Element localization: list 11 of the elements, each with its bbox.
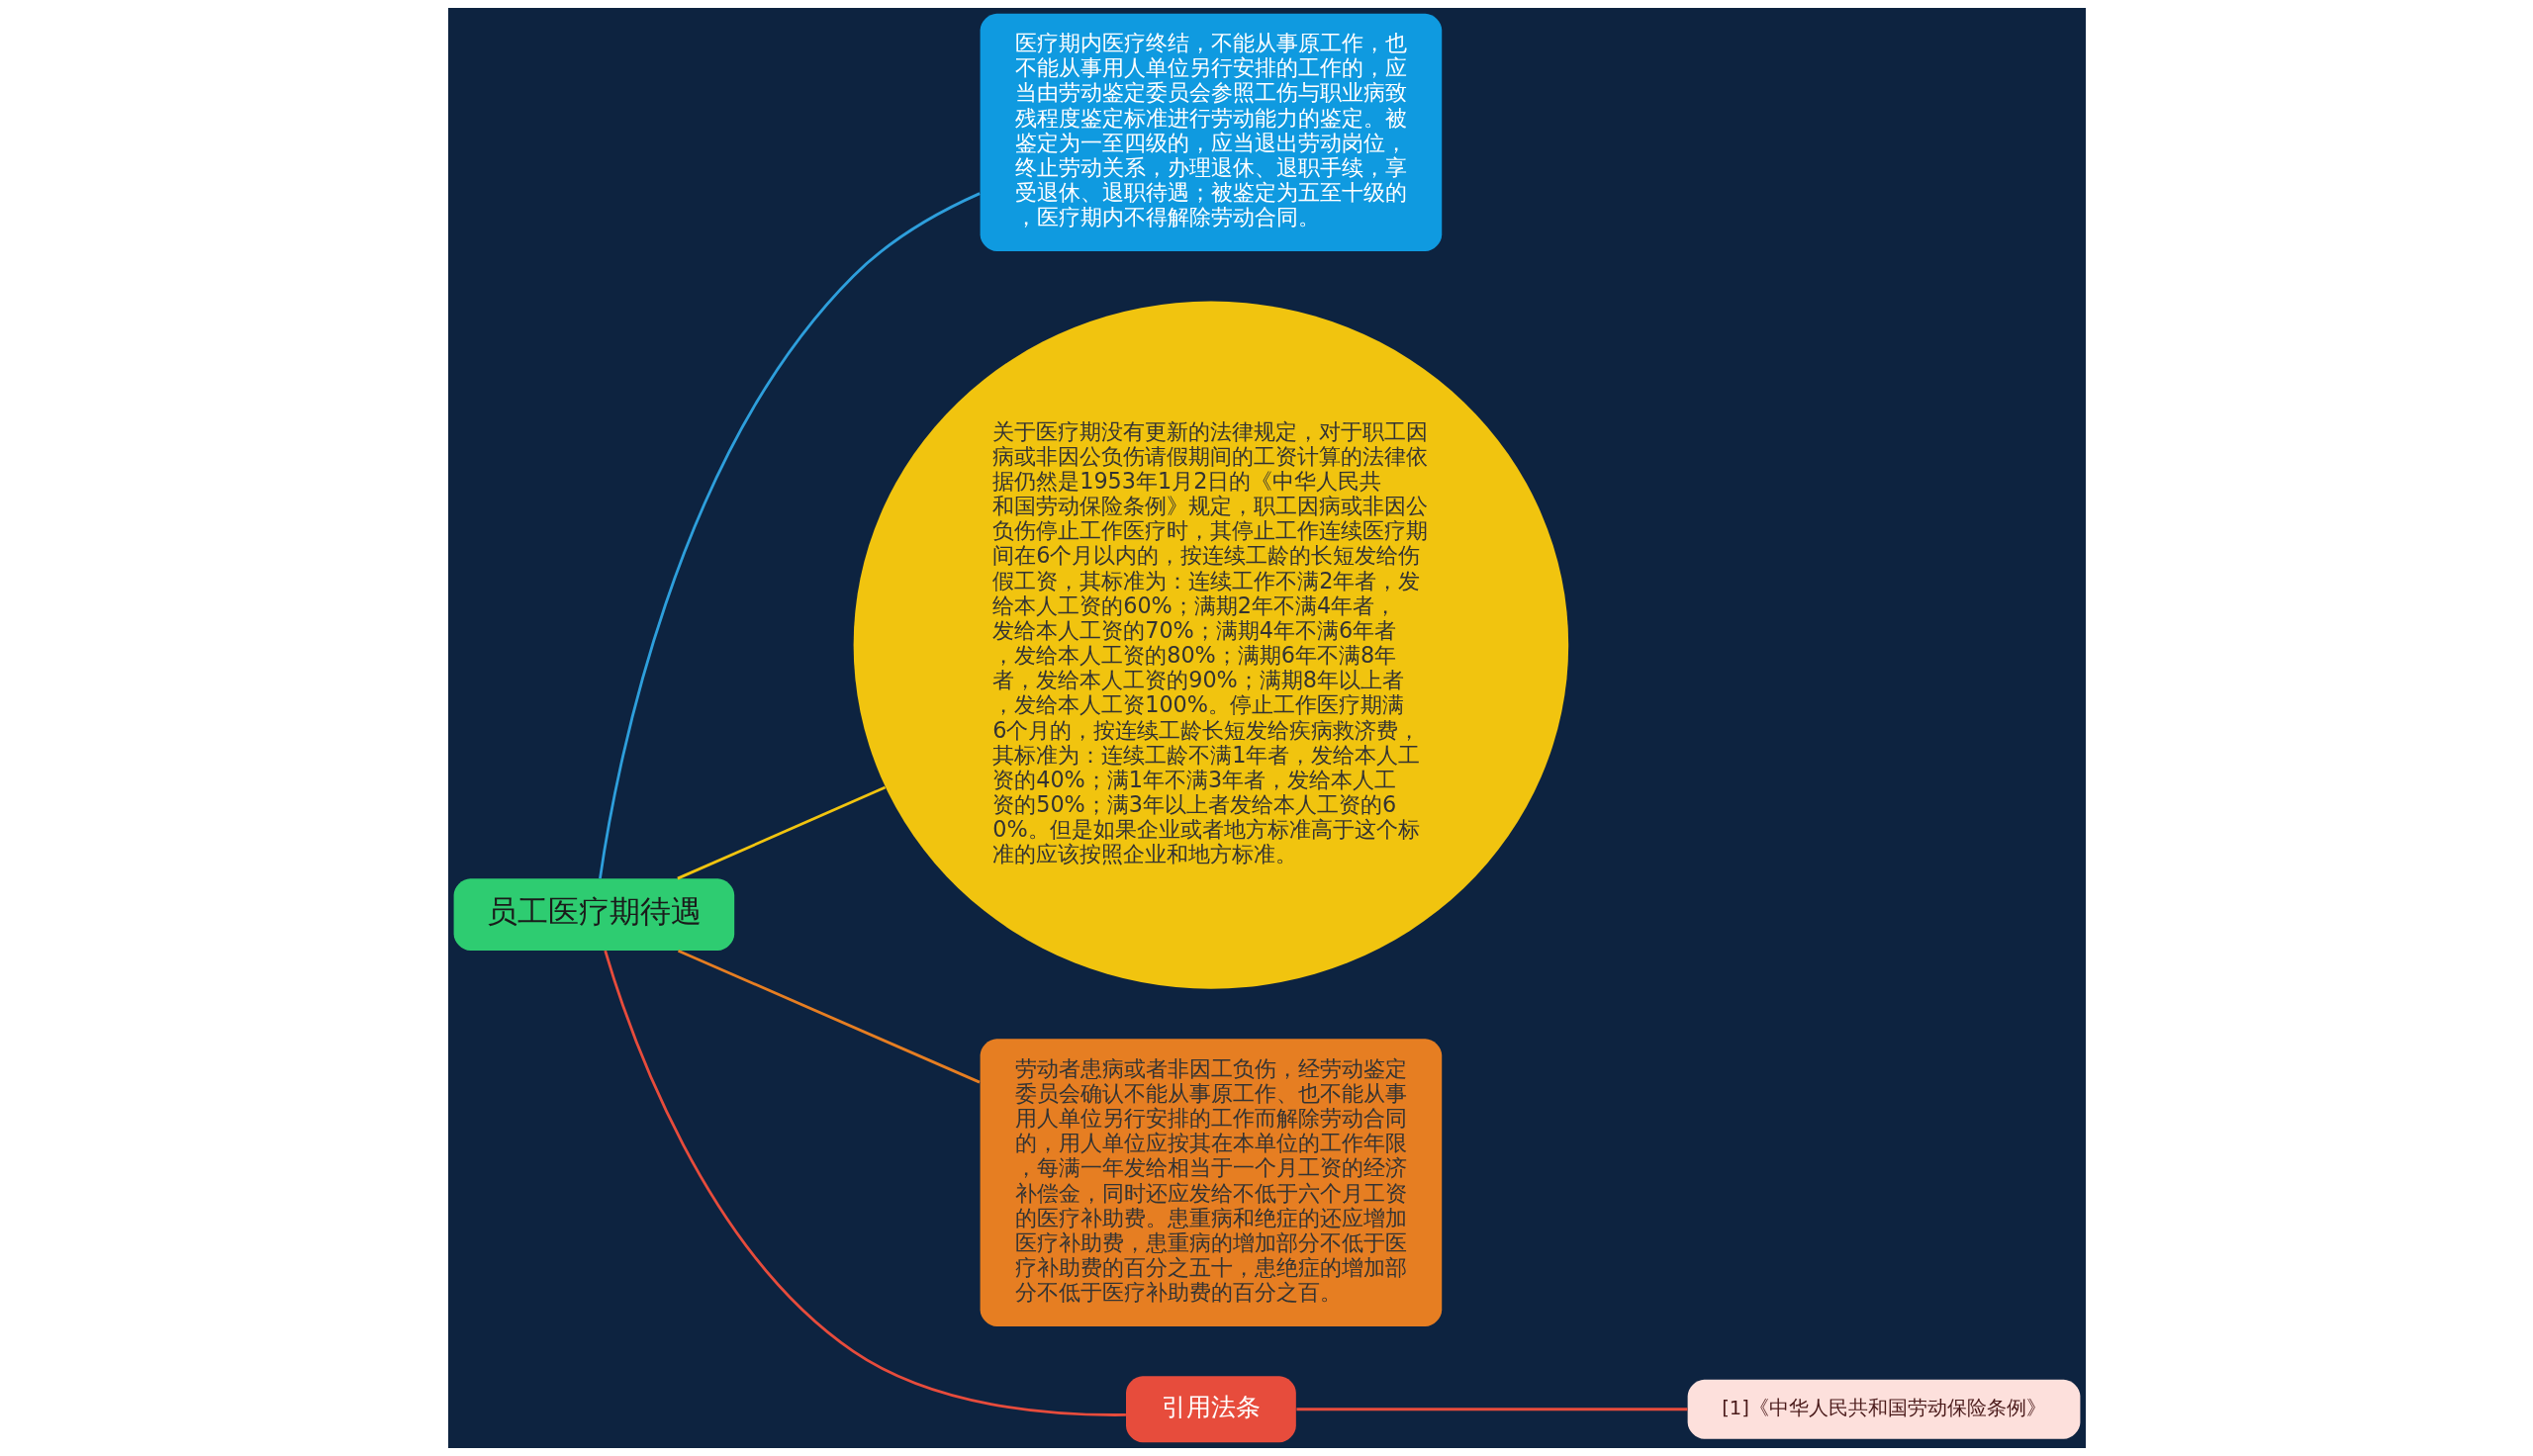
node-box: 医疗期内医疗终结，不能从事原工作，也不能从事用人单位另行安排的工作的，应当由劳动鉴定委员会参照工伤与职业病致残程度鉴定标准进行劳动能力的鉴定。被鉴定为一至四级的，应当退出劳动岗位，终止劳动关系，办理退休、退职手续，享受退休、退职待遇；被鉴定为五至十级的，医疗期内不得解除劳动合同。: [980, 13, 1442, 251]
node-box: 员工医疗期待遇: [453, 878, 734, 951]
node-box: [1]《中华人民共和国劳动保险条例》: [1687, 1379, 2080, 1439]
node-box: 引用法条: [1125, 1376, 1296, 1443]
connector: [603, 950, 1126, 1416]
connector: [677, 949, 981, 1084]
connector: [598, 192, 981, 879]
connector: [676, 785, 886, 880]
connector: [1295, 1408, 1687, 1411]
node-circle: 关于医疗期没有更新的法律规定，对于职工因病或非因公负伤请假期间的工资计算的法律依据仍然是1953年1月2日的《中华人民共和国劳动保险条例》规定，职工因病或非因公负伤停止工作医疗时，其停止工作连续医疗期间在6个月以内的，按连续工龄的长短发给伤假工资，其标准为：连续工作不满2年者，发给本人工资的60%；满期2年不满4年者，发给本人工资的70%；满期4年不满6年者，发给本人工资的80%；满期6年不满8年者，发给本人工资的90%；满期8年以上者，发给本人工资100%。停止工作医疗期满6个月的，按连续工龄长短发给疾病救济费，其标准为：连续工龄不满1年者，发给本人工资的40%；满1年不满3年者，发给本人工资的50%；满3年以上者发给本人工资的60%。但是如果企业或者地方标准高于这个标准的应该按照企业和地方标准。: [853, 301, 1568, 989]
node-box: 劳动者患病或者非因工负伤，经劳动鉴定委员会确认不能从事原工作、也不能从事用人单位另行安排的工作而解除劳动合同的，用人单位应按其在本单位的工作年限，每满一年发给相当于一个月工资的经济补偿金，同时还应发给不低于六个月工资的医疗补助费。患重病和绝症的还应增加医疗补助费，患重病的增加部分不低于医疗补助费的百分之五十，患绝症的增加部分不低于医疗补助费的百分之百。: [980, 1039, 1442, 1326]
